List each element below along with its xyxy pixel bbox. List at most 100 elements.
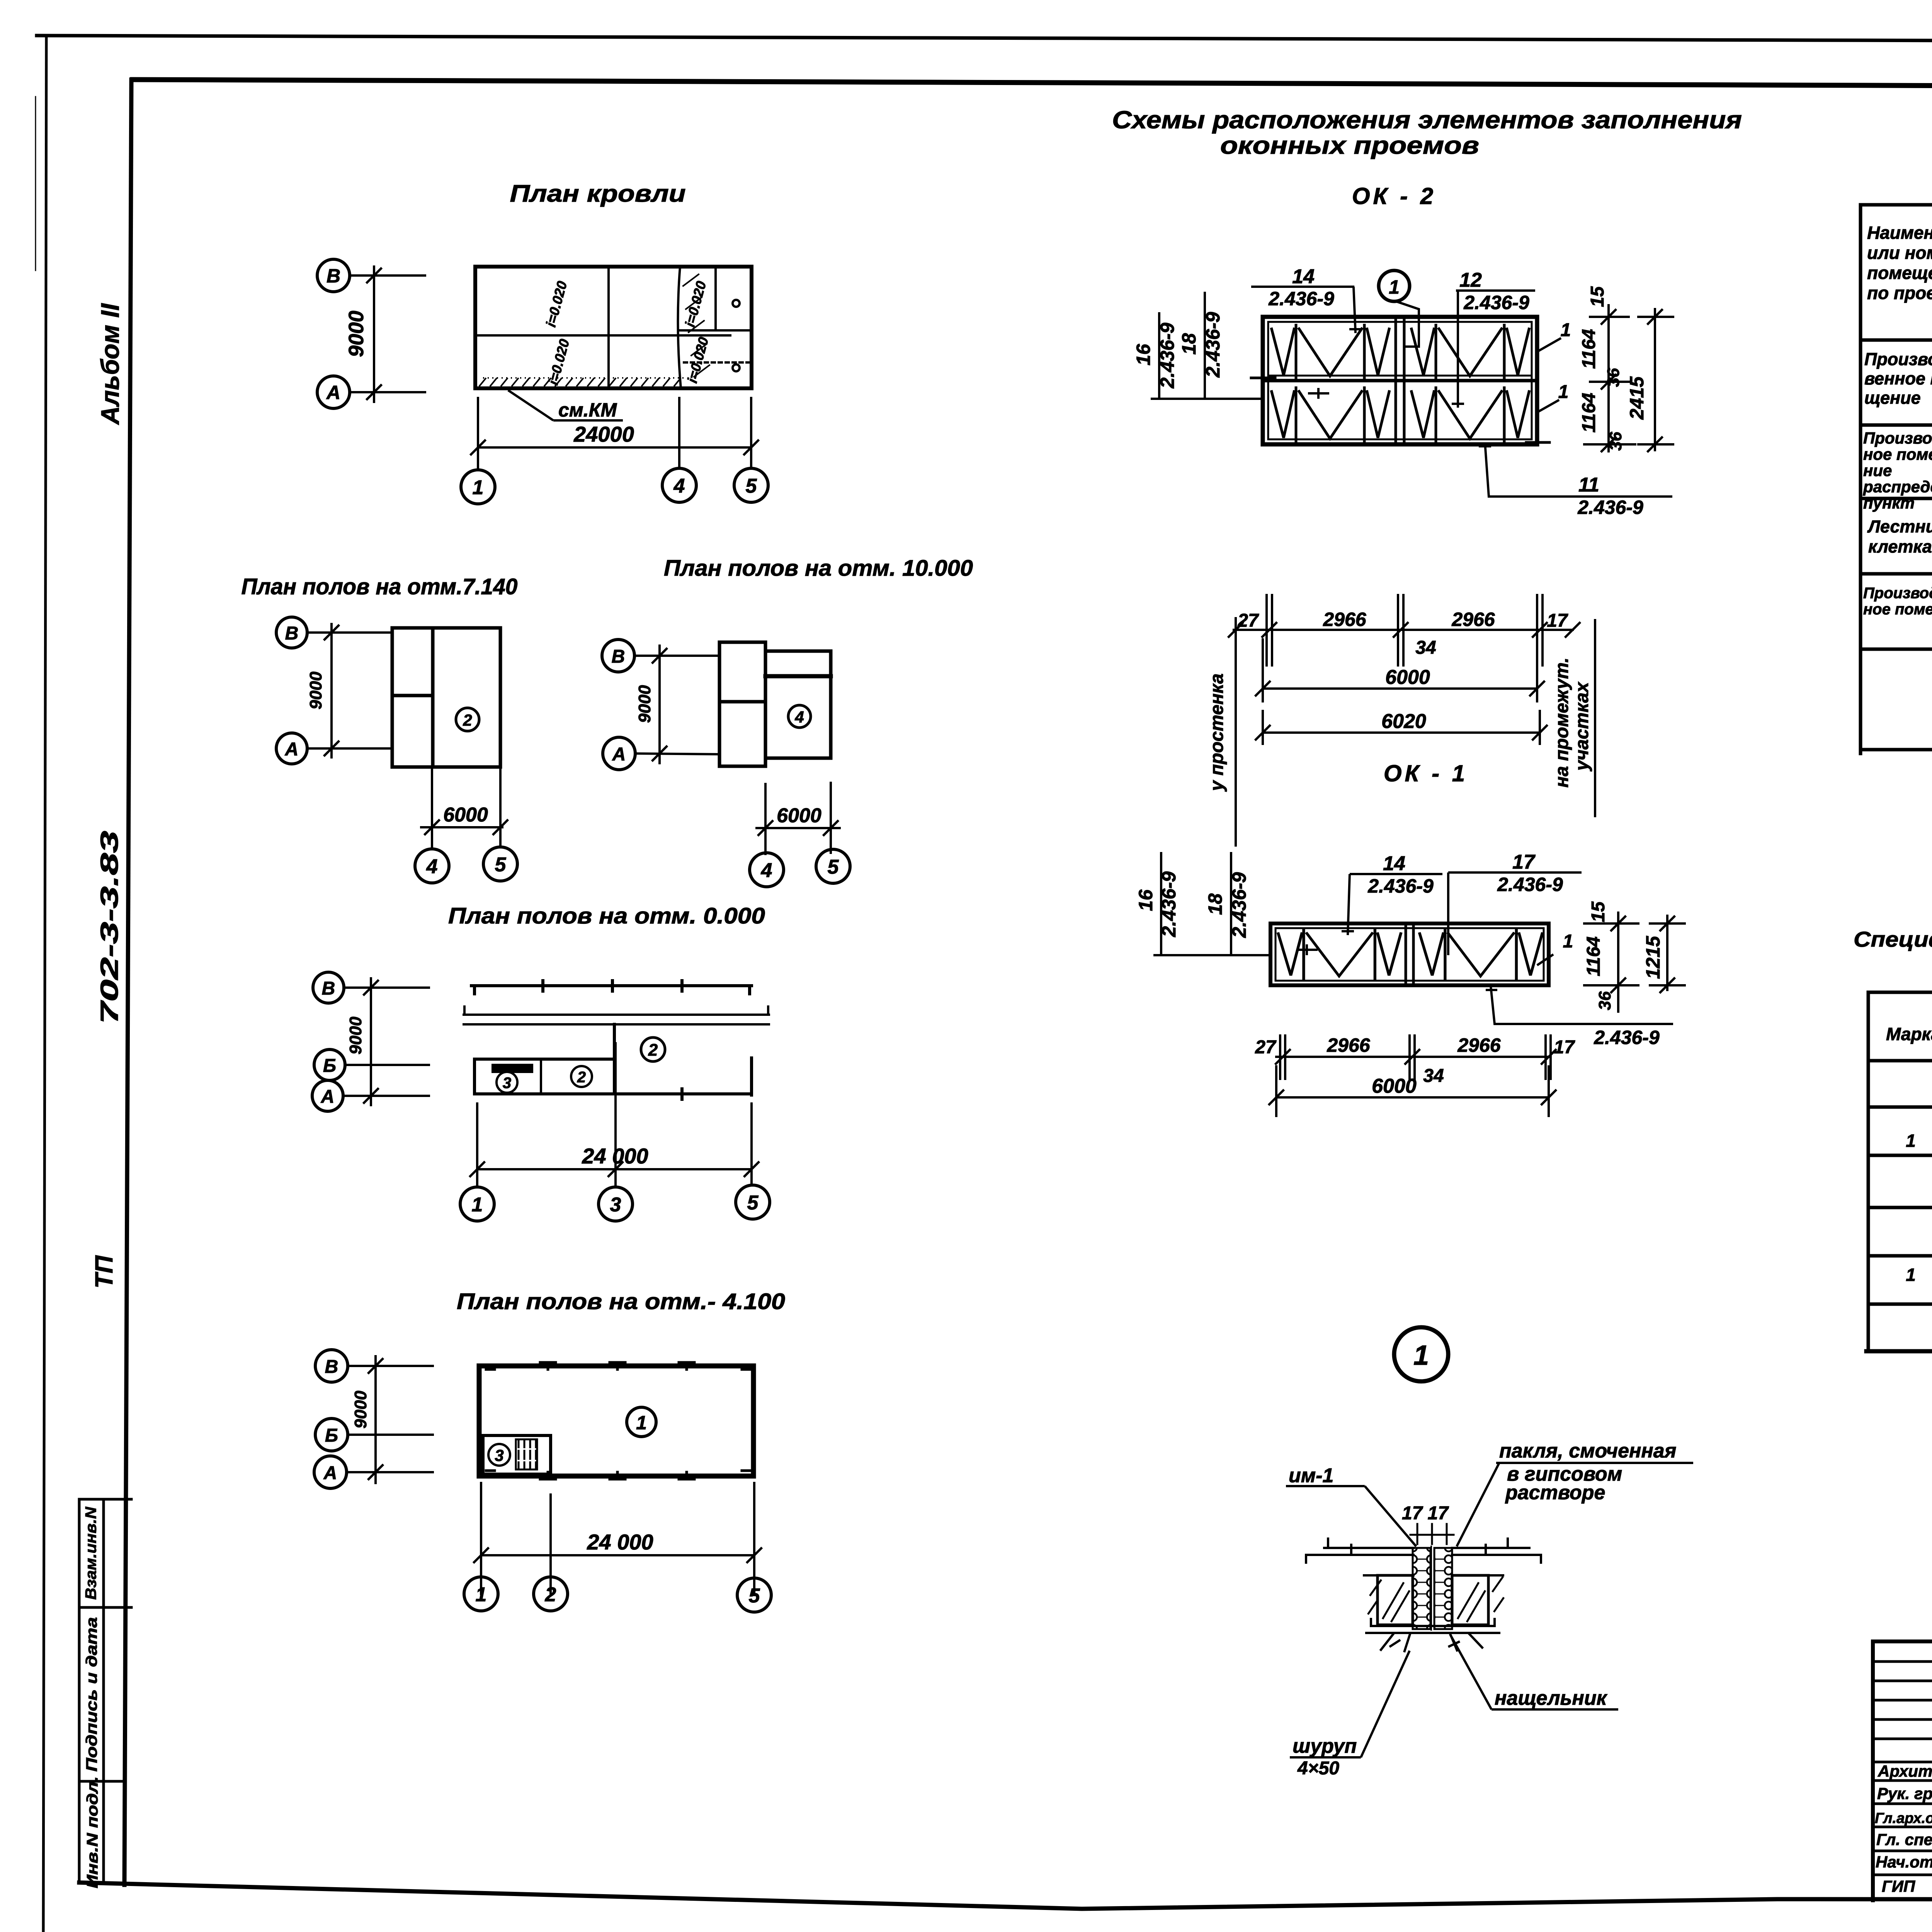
svg-text:А: А <box>612 744 626 765</box>
svg-text:2.436-9: 2.436-9 <box>1156 323 1178 389</box>
svg-text:17: 17 <box>1554 1037 1575 1058</box>
svg-text:2966: 2966 <box>1457 1034 1501 1056</box>
svg-text:щение: щение <box>1864 388 1921 408</box>
svg-text:9000: 9000 <box>351 1391 370 1429</box>
svg-text:3: 3 <box>610 1194 621 1216</box>
svg-text:2: 2 <box>545 1583 556 1606</box>
svg-text:у простенка: у простенка <box>1207 673 1227 792</box>
svg-text:пункт: пункт <box>1863 494 1915 512</box>
svg-text:2: 2 <box>577 1069 586 1086</box>
svg-text:помещения: помещения <box>1867 263 1932 283</box>
svg-text:Спецификация элементов запо: Спецификация элементов заполнения оконны… <box>1854 927 1932 951</box>
svg-text:2.436-9: 2.436-9 <box>1577 497 1643 518</box>
svg-text:17 17: 17 17 <box>1402 1503 1449 1524</box>
svg-text:6000: 6000 <box>1385 666 1430 689</box>
svg-text:2966: 2966 <box>1451 609 1495 630</box>
svg-text:14: 14 <box>1292 265 1315 288</box>
svg-text:ОК - 2: ОК - 2 <box>1352 183 1436 209</box>
svg-text:9000: 9000 <box>346 1017 365 1054</box>
svg-text:18: 18 <box>1178 333 1200 355</box>
svg-text:Производствен: Производствен <box>1863 429 1932 447</box>
svg-text:В: В <box>327 265 340 287</box>
svg-text:36: 36 <box>1604 368 1623 387</box>
svg-text:24 000: 24 000 <box>582 1144 648 1168</box>
svg-text:План полов на отм. 10.000: План полов на отм. 10.000 <box>664 556 973 581</box>
svg-text:2966: 2966 <box>1327 1034 1370 1056</box>
svg-text:36: 36 <box>1606 432 1625 451</box>
svg-text:12: 12 <box>1459 269 1482 291</box>
svg-text:1: 1 <box>1558 382 1569 402</box>
svg-text:клетка: клетка <box>1868 537 1932 556</box>
svg-text:2.436-9: 2.436-9 <box>1463 292 1529 313</box>
svg-text:В: В <box>322 978 335 999</box>
svg-text:4: 4 <box>794 708 804 726</box>
svg-text:6000: 6000 <box>1372 1075 1417 1097</box>
svg-text:А: А <box>326 382 340 403</box>
svg-text:Б: Б <box>323 1056 336 1076</box>
svg-text:1164: 1164 <box>1579 329 1599 369</box>
svg-text:3: 3 <box>495 1446 503 1464</box>
svg-text:17: 17 <box>1512 851 1536 873</box>
svg-text:2: 2 <box>463 711 472 729</box>
svg-text:Альбом II: Альбом II <box>95 303 124 425</box>
svg-text:Производст-: Производст- <box>1864 349 1932 369</box>
svg-text:А: А <box>321 1087 335 1107</box>
svg-text:Гл.арх.отд: Гл.арх.отд <box>1875 1810 1932 1827</box>
svg-text:В: В <box>285 623 299 644</box>
svg-text:2.436-9: 2.436-9 <box>1268 288 1334 310</box>
svg-text:на промежут.: на промежут. <box>1552 658 1572 788</box>
svg-text:34: 34 <box>1423 1066 1444 1086</box>
svg-text:распределит: распределит <box>1863 478 1932 496</box>
svg-text:нащельник: нащельник <box>1495 1687 1608 1709</box>
svg-text:ОК - 1: ОК - 1 <box>1384 760 1468 786</box>
svg-text:ТП: ТП <box>90 1255 118 1288</box>
svg-text:А: А <box>285 739 299 760</box>
svg-text:24000: 24000 <box>573 422 634 446</box>
svg-text:1: 1 <box>1906 1131 1916 1151</box>
svg-text:Б: Б <box>325 1425 338 1446</box>
svg-text:Лестничн.: Лестничн. <box>1867 517 1932 536</box>
svg-text:16: 16 <box>1135 889 1156 911</box>
svg-text:План кровли: План кровли <box>510 180 686 207</box>
svg-text:1: 1 <box>473 476 484 499</box>
svg-text:План полов на отм. 0.000: План полов на отм. 0.000 <box>448 903 765 929</box>
svg-text:1: 1 <box>1906 1265 1916 1285</box>
svg-text:2: 2 <box>648 1041 658 1060</box>
svg-text:см.КМ: см.КМ <box>558 399 617 421</box>
svg-text:Инв.N подл.: Инв.N подл. <box>84 1776 101 1888</box>
svg-text:36: 36 <box>1595 991 1614 1010</box>
svg-text:27: 27 <box>1255 1037 1277 1058</box>
svg-text:17: 17 <box>1547 611 1568 631</box>
svg-text:1: 1 <box>1413 1340 1429 1371</box>
svg-text:15: 15 <box>1587 286 1608 307</box>
svg-text:В: В <box>612 646 625 667</box>
svg-text:1215: 1215 <box>1642 935 1664 979</box>
svg-text:2.436-9: 2.436-9 <box>1228 872 1250 938</box>
svg-text:5: 5 <box>749 1585 760 1607</box>
svg-text:Марка: Марка <box>1886 1024 1932 1044</box>
svg-text:4: 4 <box>673 475 685 497</box>
svg-text:Нач.отд.: Нач.отд. <box>1876 1853 1932 1871</box>
svg-text:1164: 1164 <box>1579 393 1599 432</box>
svg-text:участках: участках <box>1572 681 1592 771</box>
svg-text:шуруп: шуруп <box>1293 1735 1357 1757</box>
svg-text:5: 5 <box>495 854 507 876</box>
svg-text:6000: 6000 <box>777 804 821 827</box>
svg-text:ГИП: ГИП <box>1882 1877 1915 1895</box>
svg-text:2.436-9: 2.436-9 <box>1367 875 1434 897</box>
svg-text:14: 14 <box>1383 852 1405 875</box>
svg-text:27: 27 <box>1237 611 1259 631</box>
svg-text:ние: ние <box>1863 461 1892 480</box>
svg-text:18: 18 <box>1204 893 1226 915</box>
svg-text:5: 5 <box>828 856 839 878</box>
svg-text:пакля, смоченная: пакля, смоченная <box>1499 1440 1676 1462</box>
svg-text:Взам.инв.N: Взам.инв.N <box>83 1507 100 1600</box>
svg-text:4×50: 4×50 <box>1297 1758 1339 1779</box>
svg-text:15: 15 <box>1588 901 1609 922</box>
svg-text:Производствен: Производствен <box>1863 585 1932 602</box>
svg-text:Наименован.: Наименован. <box>1867 223 1932 243</box>
svg-text:оконных проемов: оконных проемов <box>1220 131 1479 159</box>
svg-text:6000: 6000 <box>443 804 488 826</box>
svg-text:2415: 2415 <box>1626 376 1648 420</box>
svg-text:Архит.: Архит. <box>1878 1762 1932 1780</box>
